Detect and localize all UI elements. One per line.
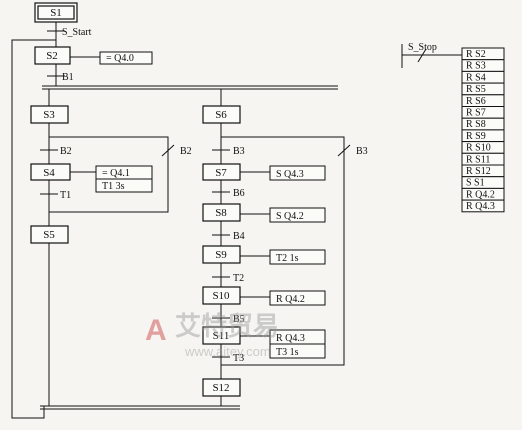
step-label: S3	[43, 109, 55, 121]
stop-entry: R S6	[461, 94, 505, 108]
transition-label: B6	[233, 188, 245, 199]
stop-entry: R Q4.3	[461, 199, 505, 213]
stop-entry: R S2	[461, 47, 505, 61]
action-s10: R Q4.2	[269, 290, 326, 306]
step-s8: S8	[202, 203, 241, 222]
transition-label: B1	[62, 72, 74, 83]
step-s12: S12	[202, 378, 241, 397]
step-s1: S1	[34, 2, 78, 23]
transition-label: T2	[233, 273, 244, 284]
stop-label: S_Stop	[408, 42, 437, 53]
step-s9: S9	[202, 245, 241, 264]
action-s8: S Q4.2	[269, 207, 326, 223]
stop-entry: R S10	[461, 141, 505, 154]
stop-entry-text: R S11	[466, 154, 490, 165]
stop-entry: R S5	[461, 82, 505, 96]
transition-label: B2	[180, 146, 192, 157]
stop-entry: R S4	[461, 70, 505, 84]
step-label: S11	[213, 330, 230, 342]
stop-entry: R S9	[461, 129, 505, 143]
watermark-brand: 艾特贸易	[175, 311, 279, 341]
stop-entry-text: R S5	[466, 84, 486, 95]
action-text: R Q4.3	[276, 333, 305, 344]
wires	[11, 22, 462, 419]
step-s3: S3	[30, 105, 69, 124]
step-label: S4	[43, 167, 55, 179]
transition-label: S_Start	[62, 27, 92, 38]
stop-entry-text: R S6	[466, 96, 486, 107]
step-label: S1	[50, 7, 62, 19]
step-label: S6	[215, 109, 227, 121]
stop-entry: R S3	[461, 59, 505, 72]
step-label: S12	[212, 382, 229, 394]
transition-label: T3	[233, 353, 244, 364]
action-s9: T2 1s	[269, 249, 326, 265]
action-s4: = Q4.1 T1 3s	[95, 165, 153, 193]
transition-label: B3	[356, 146, 368, 157]
watermark-logo: A	[145, 314, 167, 347]
step-label: S8	[215, 207, 227, 219]
stop-entry-text: R S12	[466, 166, 491, 177]
transition-label: B3	[233, 146, 245, 157]
transition-label: B5	[233, 314, 245, 325]
stop-entry-text: R Q4.3	[466, 201, 495, 212]
action-text: S Q4.2	[276, 211, 304, 222]
step-s2: S2	[34, 46, 71, 65]
stop-entry-text: R S10	[466, 143, 491, 154]
stop-entry: R S11	[461, 152, 505, 166]
step-label: S7	[215, 167, 227, 179]
stop-entry: R S8	[461, 117, 505, 131]
step-label: S2	[46, 50, 58, 62]
action-s2: = Q4.0	[99, 51, 153, 65]
watermark: A 艾特贸易 www.aitey.com	[145, 311, 279, 359]
step-label: S5	[43, 229, 55, 241]
stop-entry: R Q4.2	[461, 187, 505, 201]
stop-entry-text: R S8	[466, 119, 486, 130]
action-text: = Q4.1	[102, 168, 130, 179]
transition-label: T1	[60, 190, 71, 201]
step-s11: S11	[202, 326, 241, 345]
action-text: T3 1s	[276, 347, 299, 358]
stop-entry-text: R Q4.2	[466, 189, 495, 200]
step-label: S10	[212, 290, 230, 302]
step-s4: S4	[30, 163, 71, 181]
action-text: T2 1s	[276, 253, 299, 264]
stop-entry-text: R S7	[466, 108, 486, 119]
stop-entry-text: R S2	[466, 49, 486, 60]
transition-label: B2	[60, 146, 72, 157]
stop-entry-text: S S1	[466, 178, 485, 189]
stop-entry-text: R S9	[466, 131, 486, 142]
watermark-url: www.aitey.com	[184, 344, 271, 359]
action-s7: S Q4.3	[269, 165, 326, 181]
action-text: T1 3s	[102, 181, 125, 192]
stop-entry: S S1	[461, 176, 505, 189]
step-s5: S5	[30, 225, 69, 244]
step-s6: S6	[202, 105, 241, 124]
action-s11: R Q4.3 T3 1s	[269, 329, 326, 359]
step-s7: S7	[202, 163, 241, 181]
step-label: S9	[215, 249, 227, 261]
transition-label: B4	[233, 231, 245, 242]
stop-entry: R S12	[461, 164, 505, 178]
action-text: = Q4.0	[106, 53, 134, 64]
action-text: R Q4.2	[276, 294, 305, 305]
stop-entry: R S7	[461, 106, 505, 119]
stop-entry-text: R S4	[466, 72, 486, 83]
transition-labels: S_Start B1 B2 B2 T1 B3 B3 B6 B4 T2 B5 T3	[60, 27, 368, 364]
action-text: S Q4.3	[276, 169, 304, 180]
step-s10: S10	[202, 286, 241, 305]
stop-entry-text: R S3	[466, 61, 486, 72]
